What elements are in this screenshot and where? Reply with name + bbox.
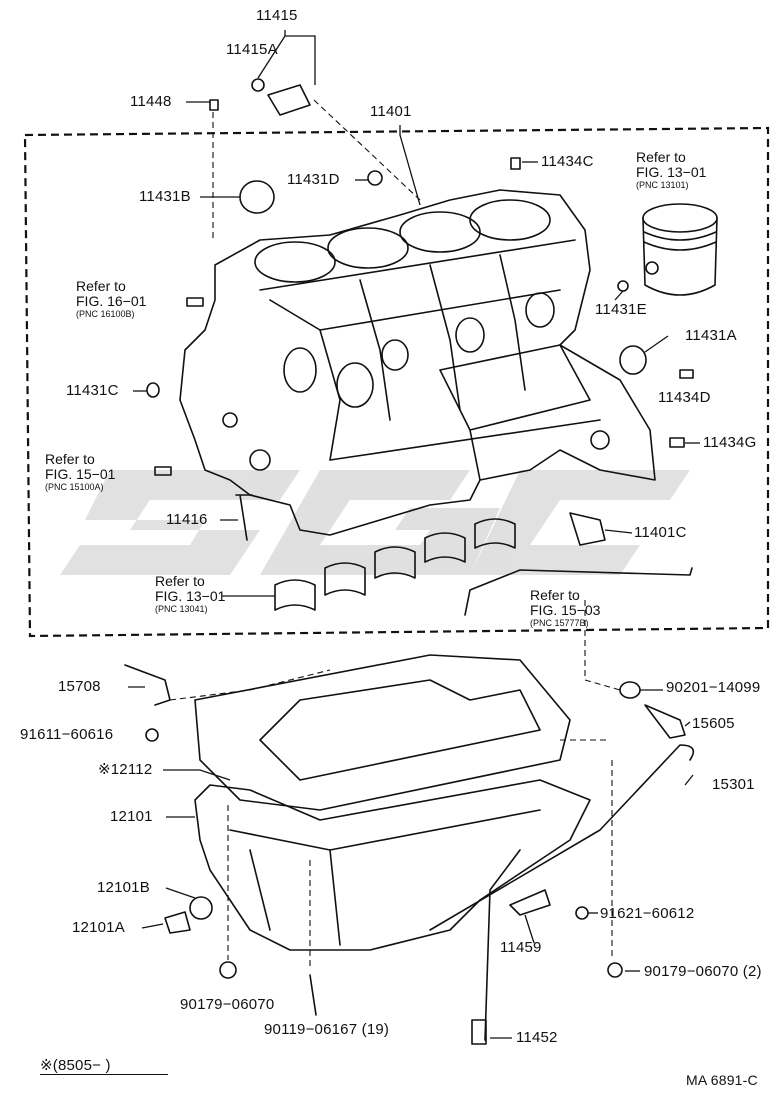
part-label-91611-60616: 91611−60616 [20, 726, 114, 743]
part-label-12101B: 12101B [97, 879, 150, 896]
refer-note-pnc: (PNC 15777B) [530, 618, 589, 628]
part-label-12101: 12101 [110, 808, 153, 825]
union-11401C-icon [569, 512, 606, 546]
part-label-11434D: 11434D [658, 389, 711, 406]
part-label-11434G: 11434G [703, 434, 757, 451]
part-label-11434C: 11434C [541, 153, 594, 170]
refer-note-pnc: (PNC 13101) [636, 180, 689, 190]
refer-note-fig: FIG. 13−01 [636, 164, 707, 180]
part-label-90201-14099: 90201−14099 [666, 679, 761, 696]
plug-11431A-icon [619, 345, 647, 375]
block-assembly-frame [23, 126, 770, 638]
dipstick-icon [429, 744, 695, 1045]
plug-12101A-icon [164, 911, 191, 934]
part-label-90179-06070-2: 90179−06070 (2) [644, 963, 762, 980]
part-label-15301: 15301 [712, 776, 755, 793]
pin-11434D-icon [679, 369, 694, 379]
plug-11431D-icon [367, 170, 383, 186]
bolt-91611-icon [145, 728, 159, 742]
part-label-11448: 11448 [130, 93, 172, 110]
part-label-91621-60612: 91621−60612 [600, 905, 695, 922]
part-label-11431E: 11431E [595, 301, 647, 318]
pin-11434G-icon [669, 437, 685, 448]
part-label-11431A: 11431A [685, 327, 737, 344]
part-label-11415A: 11415A [226, 41, 278, 58]
refer-note-line: Refer to [155, 573, 205, 589]
gasket-90201-icon [619, 681, 641, 699]
oil-pipe-icon [464, 567, 693, 616]
footnote-date-range: ※(8505− ) [40, 1057, 111, 1074]
plug-11431B-icon [239, 180, 275, 214]
sensor-11415-icon [267, 84, 311, 116]
refer-note-pnc: (PNC 16100B) [76, 309, 135, 319]
part-label-90119-06167: 90119−06167 (19) [264, 1021, 390, 1038]
part-label-11431B: 11431B [139, 188, 191, 205]
part-label-11416: 11416 [166, 511, 208, 528]
bolt-91621-icon [575, 906, 589, 920]
part-label-15605: 15605 [692, 715, 735, 732]
refer-note-fig: FIG. 16−01 [76, 293, 147, 309]
plug-15605-icon [644, 704, 686, 739]
cylinder-block [179, 189, 656, 536]
plug-11448-icon [209, 99, 219, 111]
refer-note-pnc: (PNC 13041) [155, 604, 208, 614]
refer-note-fig15-01: Refer to FIG. 15−01 (PNC 15100A) [45, 451, 116, 493]
part-label-12101A: 12101A [72, 919, 125, 936]
part-label-90179-06070: 90179−06070 [180, 996, 275, 1013]
diagram-code: MA 6891-C [686, 1072, 758, 1088]
dashed-leader-lines [169, 99, 621, 970]
plug-11431C-icon [146, 382, 160, 398]
refer-note-line: Refer to [636, 149, 686, 165]
pin-11434C-icon [510, 157, 521, 170]
part-label-11431C: 11431C [66, 382, 119, 399]
part-label-11415: 11415 [256, 7, 298, 24]
refer-note-fig: FIG. 13−01 [155, 588, 226, 604]
nut-90179-2-icon [607, 962, 623, 978]
refer-note-line: Refer to [45, 451, 95, 467]
part-label-11459: 11459 [500, 939, 542, 956]
pin-ref-16-icon [186, 297, 204, 307]
part-label-11431D: 11431D [287, 171, 340, 188]
gasket-12101B-icon [189, 896, 213, 920]
nut-90179-icon [219, 961, 237, 979]
part-label-11401: 11401 [370, 103, 412, 120]
part-label-11401C: 11401C [634, 524, 687, 541]
refer-note-fig15-03: Refer to FIG. 15−03 (PNC 15777B) [530, 587, 601, 629]
oil-pan-12101-icon [194, 779, 591, 951]
bolt-11416-icon [235, 494, 253, 541]
refer-note-fig16-01: Refer to FIG. 16−01 (PNC 16100B) [76, 278, 147, 320]
plug-11431E-icon [617, 280, 629, 292]
crankshaft-bearings [274, 518, 516, 611]
refer-note-fig13-01-bearing: Refer to FIG. 13−01 (PNC 13041) [155, 573, 226, 615]
bolt-90119-icon [309, 974, 317, 1016]
refer-note-pnc: (PNC 15100A) [45, 482, 104, 492]
refer-note-fig: FIG. 15−01 [45, 466, 116, 482]
part-label-11452: 11452 [516, 1029, 558, 1046]
refer-note-fig: FIG. 15−03 [530, 602, 601, 618]
leader-lines [128, 30, 700, 1039]
sensor-15708-icon [124, 664, 171, 706]
refer-note-fig13-01-piston: Refer to FIG. 13−01 (PNC 13101) [636, 149, 707, 191]
part-label-15708: 15708 [58, 678, 101, 695]
clamp-11459-icon [509, 889, 551, 916]
part-label-12112: ※12112 [98, 761, 153, 778]
nut-11415A-icon [251, 78, 265, 92]
footnote-underline [40, 1074, 168, 1075]
pin-ref-15-icon [154, 466, 172, 476]
refer-note-line: Refer to [530, 587, 580, 603]
piston-icon [642, 203, 718, 296]
gasket-12112-icon [194, 654, 571, 811]
refer-note-line: Refer to [76, 278, 126, 294]
